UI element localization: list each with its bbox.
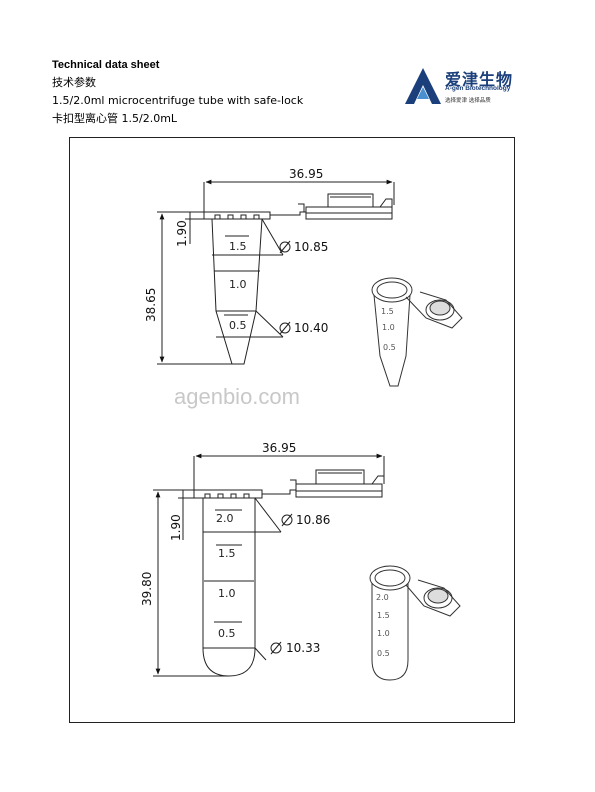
- tube-15-top-diameter-label: 10.85: [294, 240, 328, 254]
- tube-20-grad-2: 1.5: [218, 547, 236, 560]
- tube-20-bottom-diameter-label: 10.33: [286, 641, 320, 655]
- logo-name-cn: 爱津生物: [445, 70, 514, 89]
- document-title: Technical data sheet: [52, 59, 160, 71]
- logo-mark-icon: [405, 68, 441, 104]
- tube-20-width-label: 36.95: [262, 441, 296, 455]
- tube-20-grad-3: 1.0: [218, 587, 236, 600]
- product-name: 1.5/2.0ml microcentrifuge tube with safe…: [52, 94, 304, 107]
- svg-text:2.0: 2.0: [376, 593, 389, 602]
- tube-15-grad-top: 1.5: [229, 240, 247, 253]
- tube-20-height-label: 39.80: [140, 572, 154, 606]
- tube-20-3d-view: 2.0 1.5 1.0 0.5: [369, 565, 461, 681]
- tube-20-drawing: [153, 453, 385, 677]
- tube-20-grad-4: 0.5: [218, 627, 236, 640]
- product-name-cn: 卡扣型离心管 1.5/2.0mL: [52, 112, 178, 125]
- document-title-cn: 技术参数: [52, 76, 96, 89]
- svg-text:1.0: 1.0: [382, 323, 395, 332]
- tube-20-top-diameter-label: 10.86: [296, 513, 330, 527]
- svg-text:0.5: 0.5: [383, 343, 396, 352]
- svg-text:0.5: 0.5: [377, 649, 390, 658]
- tube-15-3d-view: 1.5 1.0 0.5: [371, 277, 463, 387]
- watermark-text: agenbio.com: [174, 384, 300, 409]
- tube-15-lid-height-label: 1.90: [175, 220, 189, 247]
- tube-15-grad-low: 0.5: [229, 319, 247, 332]
- tube-15-drawing: [157, 179, 395, 365]
- tube-20-lid-height-label: 1.90: [169, 514, 183, 541]
- company-logo: 爱津生物 A-gen Biotechnology 选择爱津 选择品质: [403, 64, 523, 110]
- svg-text:1.5: 1.5: [377, 611, 390, 620]
- svg-text:1.5: 1.5: [381, 307, 394, 316]
- drawing-frame: [69, 137, 515, 723]
- svg-text:1.0: 1.0: [377, 629, 390, 638]
- tube-15-bottom-diameter-label: 10.40: [294, 321, 328, 335]
- tube-15-grad-mid: 1.0: [229, 278, 247, 291]
- tube-15-width-label: 36.95: [289, 167, 323, 181]
- tube-20-grad-1: 2.0: [216, 512, 234, 525]
- tube-15-height-label: 38.65: [144, 288, 158, 322]
- logo-name-en: A-gen Biotechnology: [445, 85, 511, 92]
- logo-slogan: 选择爱津 选择品质: [445, 98, 491, 104]
